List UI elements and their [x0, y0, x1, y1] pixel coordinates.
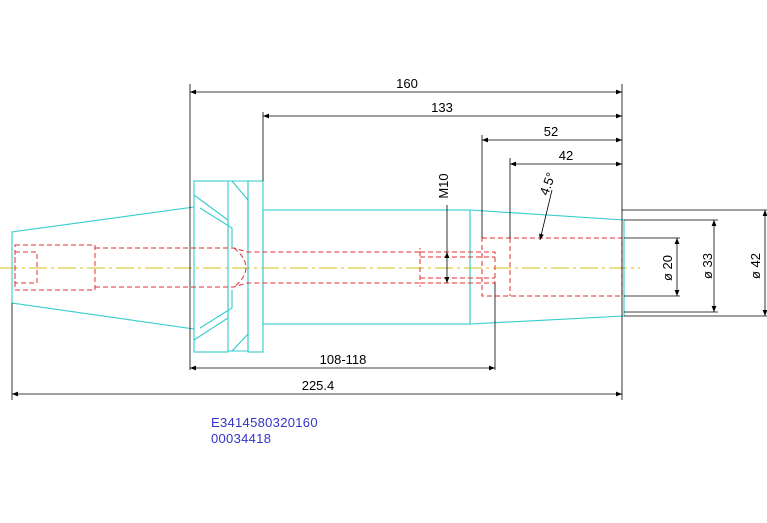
dim-label-42: 42	[559, 148, 573, 163]
flange-groove-top-inner	[199, 207, 233, 247]
dim-label-dia-33: ø 33	[700, 253, 715, 279]
coolant-bore-top	[95, 247, 421, 253]
hidden-lines	[14, 237, 623, 297]
dim-label-108-118: 108-118	[320, 352, 367, 367]
dim-label-160: 160	[396, 76, 418, 91]
dim-label-dia-42: ø 42	[748, 253, 763, 279]
thread-m10	[419, 251, 496, 284]
flange	[193, 180, 229, 353]
coolant-bore-bottom	[95, 282, 421, 288]
nose	[469, 209, 625, 325]
dimension-lines	[11, 84, 767, 400]
drawbar-bore-inner	[14, 251, 38, 284]
flange-groove-top	[193, 194, 229, 247]
collar	[247, 180, 264, 353]
v-groove-bottom-flank	[231, 290, 249, 352]
dim-label-52: 52	[544, 124, 558, 139]
v-groove	[228, 180, 249, 352]
v-groove-top-flank	[231, 180, 249, 247]
dim-label-225: 225.4	[302, 378, 335, 393]
dim-label-angle: 4.5°	[537, 170, 559, 197]
flange-groove-bottom	[193, 290, 229, 341]
dimension-labels: 160 133 52 42 4.5° M10 108-118 225.4 ø 2…	[302, 76, 763, 393]
body	[262, 209, 471, 325]
dim-label-dia-20: ø 20	[660, 255, 675, 281]
tool-outline	[11, 180, 625, 353]
part-number: E3414580320160	[211, 415, 318, 430]
dim-label-133: 133	[431, 100, 453, 115]
bore-dome	[233, 247, 247, 288]
part-code: 00034418	[211, 431, 272, 446]
flange-groove-bottom-inner	[199, 290, 233, 329]
taper-shank	[11, 206, 195, 330]
dim-leader-angle	[539, 189, 553, 241]
tool-bore	[481, 237, 623, 297]
dim-label-m10: M10	[436, 173, 451, 198]
